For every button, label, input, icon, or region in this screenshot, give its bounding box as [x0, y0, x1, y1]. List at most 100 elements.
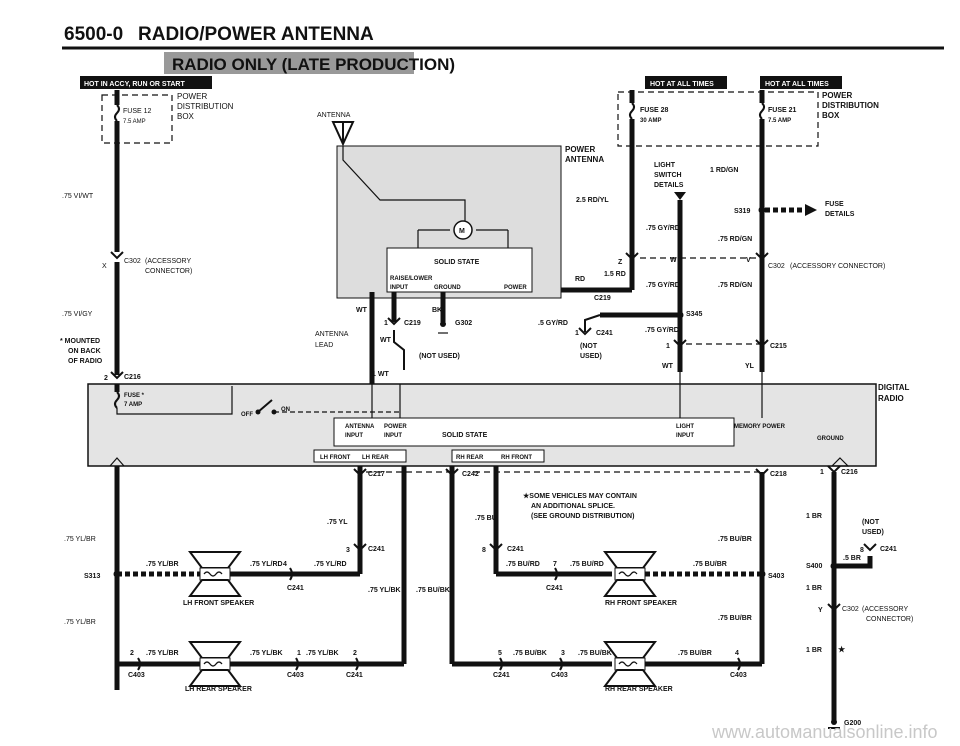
- rh-rear-speaker-coil-wave: [618, 661, 638, 667]
- lh-rear-speaker-coil-wave: [203, 661, 223, 667]
- wire-label-gy-rd-3: .5 GY/RD: [538, 320, 568, 327]
- hot-all-times-label-2: HOT AT ALL TIMES: [765, 81, 829, 88]
- fuse28-rating: 30 AMP: [640, 118, 661, 124]
- pin-v: V: [746, 257, 751, 264]
- pin-1-c241a: 1: [575, 330, 579, 337]
- fuse21-symbol: [759, 102, 765, 120]
- wire-label-wt-3: 1 WT: [372, 371, 389, 378]
- s400-splice: [830, 562, 838, 570]
- radio-power-switch[interactable]: [257, 399, 273, 413]
- not-used-1: (NOT USED): [419, 353, 460, 360]
- radio-antenna-input-1: ANTENNA: [345, 424, 375, 430]
- rh-rear-speaker-label: RH REAR SPEAKER: [605, 686, 673, 693]
- fuse12-rating: 7.5 AMP: [123, 119, 146, 125]
- radio-solid-state-label: SOLID STATE: [442, 432, 488, 439]
- radio-fuse-rating: 7 AMP: [124, 402, 142, 408]
- radio-antenna-input-2: INPUT: [345, 433, 363, 439]
- antenna-motor-symbol: [453, 220, 473, 240]
- wire-label-yl: .75 YL: [327, 519, 348, 526]
- c241a-label: C241: [596, 330, 613, 337]
- c219b-label: C219: [594, 295, 611, 302]
- c218-label: C218: [770, 471, 787, 478]
- lh-front-speaker-label: LH FRONT SPEAKER: [183, 600, 254, 607]
- wire-label-gy-rd-2: .75 GY/RD: [646, 282, 680, 289]
- c302c-label: C302: [842, 606, 859, 613]
- pin-w: W: [670, 257, 677, 264]
- rh-outputs-box: [451, 449, 545, 463]
- c241b-connector-symbol: [289, 567, 293, 581]
- mounted-note-3: OF RADIO: [68, 358, 103, 365]
- s400-label: S400: [806, 563, 822, 570]
- wire-label-yl-br-3: .75 YL/BR: [146, 561, 179, 568]
- wire-label-wt-2: WT: [380, 337, 392, 344]
- not-used-2a: (NOT: [580, 343, 598, 350]
- radio-rh-front: RH FRONT: [501, 455, 532, 461]
- c215-pin-symbol: [673, 339, 687, 348]
- pin-5-rh-rear: 5: [498, 650, 502, 657]
- antenna-motor-label: M: [459, 228, 465, 235]
- left-pdb-label-2: DISTRIBUTION: [177, 102, 234, 111]
- wire-label-br-5: .5 BR: [843, 555, 861, 562]
- c241c-connector-symbol: [353, 543, 367, 552]
- wire-label-yl-br-4: .75 YL/BR: [146, 650, 179, 657]
- radio-fuse-name: FUSE *: [124, 393, 145, 399]
- s345-label: S345: [686, 311, 702, 318]
- wire-label-vi-wt: .75 VI/WT: [62, 193, 94, 200]
- pin-1-lh-rear: 1: [297, 650, 301, 657]
- wire-label-rd: RD: [575, 276, 585, 283]
- light-switch-arrow-icon: [674, 192, 686, 200]
- wire-label-br-1: 1 BR: [806, 513, 822, 520]
- lh-front-speaker-base: [188, 579, 242, 597]
- c403d-label: C403: [730, 672, 747, 679]
- page-title: RADIO/POWER ANTENNA: [138, 24, 374, 45]
- c403d-connector-symbol: [737, 657, 741, 671]
- not-used-3a: (NOT: [862, 519, 880, 526]
- wire-not-used-antenna: [393, 330, 405, 370]
- c241a-connector-symbol: [578, 327, 592, 336]
- wire-label-rd-gn-2: .75 RD/GN: [718, 236, 752, 243]
- pin-2-c216a: 2: [104, 375, 108, 382]
- fuse21-name: FUSE 21: [768, 107, 797, 114]
- c302b-desc: (ACCESSORY CONNECTOR): [790, 263, 885, 270]
- c403b-connector-symbol: [295, 657, 299, 671]
- c403c-label: C403: [551, 672, 568, 679]
- c241h-label: C241: [880, 546, 897, 553]
- wire-label-bu-br-2: .75 BU/BR: [718, 536, 752, 543]
- fuse-details-1: FUSE: [825, 201, 844, 208]
- pin-2-lh-rear-b: 2: [353, 650, 357, 657]
- wire-label-br-2: 1 BR: [806, 585, 822, 592]
- rh-front-speaker-label: RH FRONT SPEAKER: [605, 600, 677, 607]
- rh-front-speaker-icon: [603, 551, 657, 569]
- subtitle-bg: [164, 52, 414, 74]
- radio-solid-state-box: [333, 417, 735, 447]
- light-switch-details-3: DETAILS: [654, 182, 684, 189]
- c241e-label: C241: [507, 546, 524, 553]
- c242-label: C242: [462, 471, 479, 478]
- c403b-label: C403: [287, 672, 304, 679]
- pin-4-rh-rear: 4: [735, 650, 739, 657]
- splice-note-3: (SEE GROUND DISTRIBUTION): [531, 513, 634, 520]
- pin-4-lh: 4: [283, 561, 287, 568]
- c216b-connector-symbol: [827, 465, 841, 474]
- radio-switch-on-label: ON: [281, 407, 290, 413]
- page-subtitle: RADIO ONLY (LATE PRODUCTION): [172, 55, 455, 74]
- hot-accy-label-bg: [80, 76, 212, 89]
- wire-label-gy-rd-4: .75 GY/RD: [645, 327, 679, 334]
- hot-all-times-label-1: HOT AT ALL TIMES: [650, 81, 714, 88]
- c241b-label: C241: [287, 585, 304, 592]
- left-pdb-label-3: BOX: [177, 112, 195, 121]
- s319-label: S319: [734, 208, 750, 215]
- wire-c241a: [584, 314, 601, 332]
- right-pdb-label-3: BOX: [822, 111, 840, 120]
- c219a-connector-symbol: [387, 317, 401, 326]
- motor-leads: [417, 229, 509, 248]
- c302a-connector-symbol: [110, 251, 124, 260]
- wire-label-yl: YL: [745, 363, 755, 370]
- c217-label: C217: [368, 471, 385, 478]
- pin-3-rh-rear: 3: [561, 650, 565, 657]
- wire-label-rd-yl: 2.5 RD/YL: [576, 197, 609, 204]
- not-used-2b: USED): [580, 353, 602, 360]
- lh-rear-speaker-icon: [188, 641, 242, 659]
- antenna-label: ANTENNA: [317, 112, 351, 119]
